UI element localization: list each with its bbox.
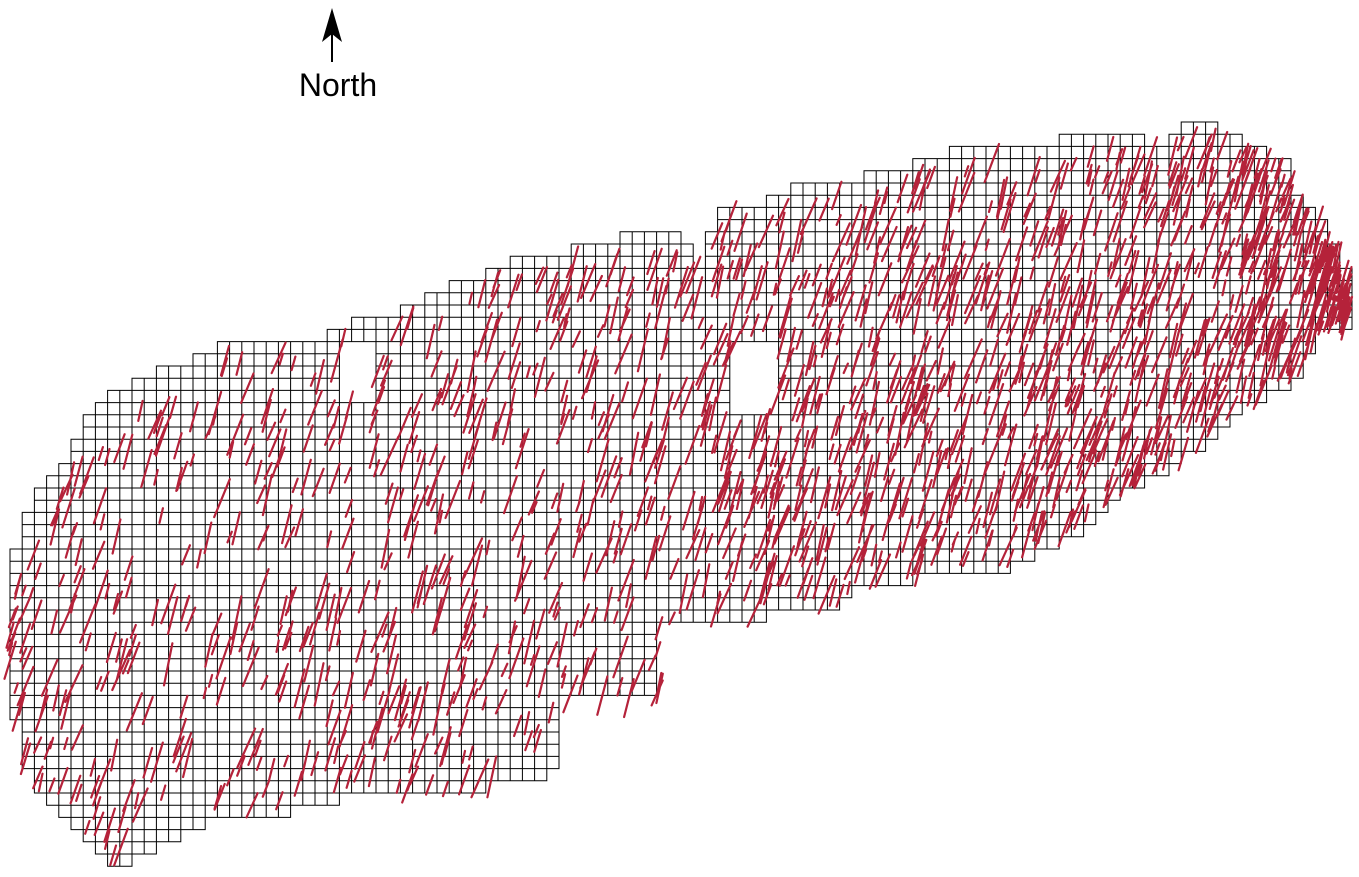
north-label: North bbox=[299, 67, 377, 103]
grid-layer bbox=[9, 121, 1353, 867]
grid-cells bbox=[9, 121, 1353, 867]
lineament-layer bbox=[3, 126, 1354, 867]
lineament-strokes bbox=[3, 126, 1354, 867]
north-arrow-icon bbox=[322, 8, 342, 42]
north-arrow: North bbox=[299, 8, 377, 103]
